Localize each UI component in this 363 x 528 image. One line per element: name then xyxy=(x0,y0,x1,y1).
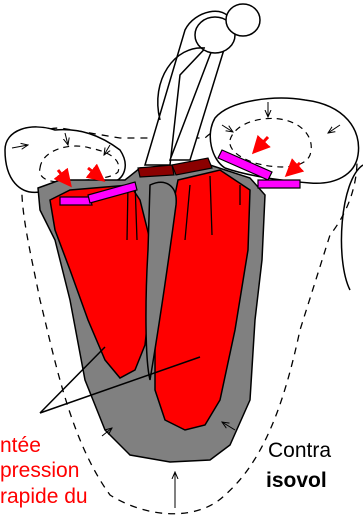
left-label-line-1: ntée xyxy=(0,435,41,456)
pulmonary-opening xyxy=(226,4,260,36)
right-edge-curve xyxy=(341,165,363,290)
right-av-valve-leaflet xyxy=(258,180,300,188)
left-label-line-2: pression xyxy=(0,460,79,481)
right-label-line-2: isovol xyxy=(266,470,327,491)
left-label-line-3: rapide du xyxy=(0,486,88,507)
left-av-valve xyxy=(60,197,92,205)
aortic-valve xyxy=(138,165,174,177)
right-label-line-1: Contra xyxy=(268,440,331,461)
right-atrium-outline xyxy=(210,98,358,183)
